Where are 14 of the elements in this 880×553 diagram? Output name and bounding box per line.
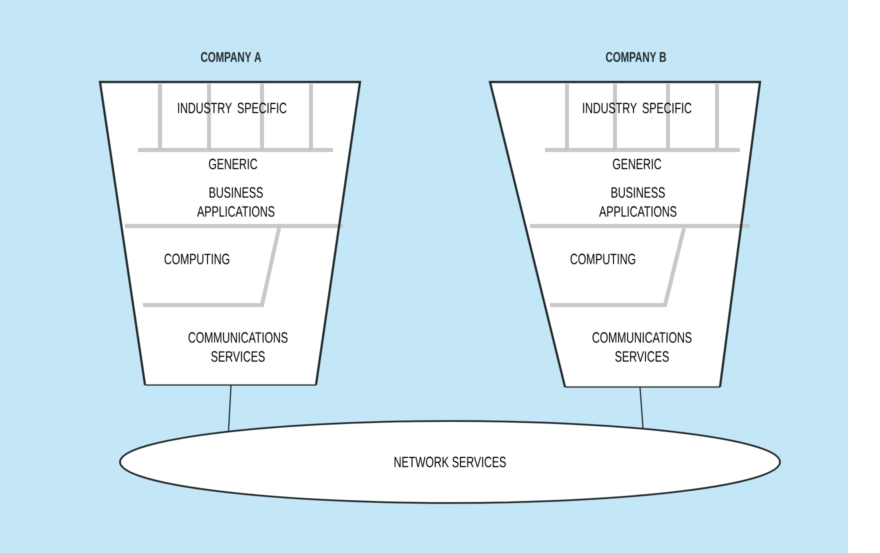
layer-label: COMPUTING xyxy=(164,254,230,264)
layer-label: BUSINESS APPLICATIONS xyxy=(599,187,676,217)
layer-label: GENERIC xyxy=(612,158,662,170)
layer-label: INDUSTRY SPECIFIC xyxy=(178,102,286,114)
layer-label: COMMUNICATIONS SERVICES xyxy=(592,332,692,362)
company-label: COMPANY A xyxy=(201,52,262,62)
connector-line xyxy=(228,385,232,431)
company-label: COMPANY B xyxy=(606,52,666,62)
connector-line xyxy=(639,387,644,428)
layer-label: GENERIC xyxy=(208,158,258,170)
layer-label: INDUSTRY SPECIFIC xyxy=(583,102,692,114)
layer-label: COMMUNICATIONS SERVICES xyxy=(188,332,288,362)
layer-label: BUSINESS APPLICATIONS xyxy=(197,187,274,217)
layer-label: COMPUTING xyxy=(570,254,636,264)
